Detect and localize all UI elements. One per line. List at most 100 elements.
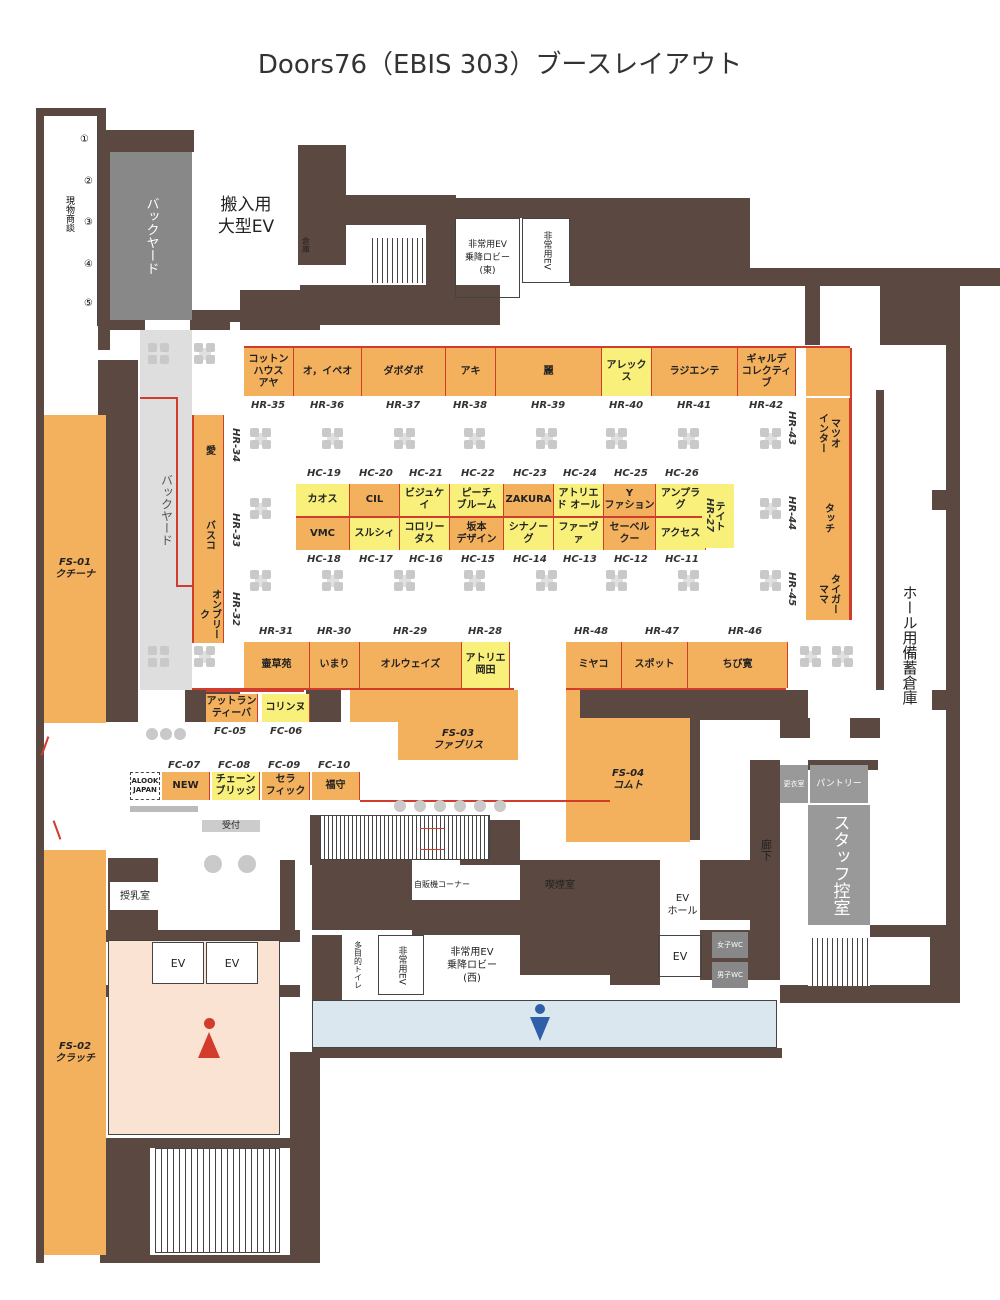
fitting-room-1[interactable]: ①: [80, 134, 89, 145]
booth-hr-41[interactable]: ラジエンテ: [652, 348, 738, 396]
booth-fc-05[interactable]: アットラン ティーバ: [206, 694, 258, 722]
elevator-1: EV: [152, 942, 204, 984]
booth-hc-14[interactable]: シナノーグ: [504, 518, 554, 550]
booth-hc-22[interactable]: ピーチ ブルーム: [450, 484, 504, 516]
table: [678, 570, 700, 592]
label-hr-30: HR-30: [317, 626, 352, 637]
booth-hc-26[interactable]: アンプラグ: [656, 484, 706, 516]
booth-hr-46[interactable]: ちび寛: [688, 642, 788, 688]
booth-fc-10[interactable]: 福守: [312, 772, 360, 800]
chair: [454, 800, 466, 812]
chair: [394, 800, 406, 812]
fitting-room-5[interactable]: ⑤: [84, 298, 93, 309]
pantry[interactable]: パントリー: [810, 765, 868, 803]
booth-hr-39[interactable]: 麗: [496, 348, 602, 396]
fitting-room-label: 現物商談: [64, 196, 74, 232]
booth-hc-13[interactable]: ファーヴァ: [554, 518, 604, 550]
label-hr-43: HR-43: [786, 411, 797, 446]
ev-hall-elevator: EV: [658, 935, 702, 977]
booth-hr-38[interactable]: アキ: [446, 348, 496, 396]
table: [760, 570, 782, 592]
booth-hc-12[interactable]: セーベル クー: [604, 518, 656, 550]
backyard-top: バックヤード: [110, 152, 192, 320]
booth-hr-29[interactable]: オルウェイズ: [360, 642, 462, 688]
label-hc-24: HC-24: [563, 468, 597, 479]
page-title: Doors76（EBIS 303）ブースレイアウト: [257, 50, 743, 80]
booth-hc-11[interactable]: アクセス: [656, 518, 706, 550]
smoking-room: 喫煙室: [545, 880, 575, 891]
chair: [146, 728, 158, 740]
booth-fc-06[interactable]: コリンヌ: [262, 694, 310, 722]
booth-hr-44[interactable]: タッチ: [806, 468, 850, 568]
label-hr-44: HR-44: [786, 496, 797, 531]
booth-hc-20[interactable]: CIL: [350, 484, 400, 516]
label-fc-07: FC-07: [168, 760, 201, 771]
booth-fc-08[interactable]: チェーン ブリッジ: [212, 772, 260, 800]
table: [606, 570, 628, 592]
table: [250, 498, 272, 520]
fitting-room-4[interactable]: ④: [84, 259, 93, 270]
mens-wc[interactable]: 男子WC: [712, 962, 748, 988]
booth-hr-40[interactable]: アレックス: [602, 348, 652, 396]
reception[interactable]: 受付: [202, 820, 260, 832]
chair: [414, 800, 426, 812]
booth-hc-17[interactable]: スルシィ: [350, 518, 400, 550]
table: [464, 428, 486, 450]
booth-hr-32[interactable]: オンブリーク: [194, 585, 224, 643]
label-hc-12: HC-12: [614, 554, 648, 565]
label-fc-06: FC-06: [270, 726, 303, 737]
table: [760, 498, 782, 520]
label-hc-18: HC-18: [307, 554, 341, 565]
booth-hc-24[interactable]: アトリエ ド オール: [554, 484, 604, 516]
booth-hr-45[interactable]: タイガー ママ: [806, 568, 850, 620]
label-hc-20: HC-20: [359, 468, 393, 479]
booth-hc-23[interactable]: ZAKURA: [504, 484, 554, 516]
chair: [434, 800, 446, 812]
booth-hc-25[interactable]: Y ファション: [604, 484, 656, 516]
table: [678, 428, 700, 450]
booth-hr-47[interactable]: スポット: [622, 642, 688, 688]
chair: [174, 728, 186, 740]
label-hr-32: HR-32: [230, 592, 241, 627]
booth-hr-35[interactable]: コットン ハウス アヤ: [244, 348, 294, 396]
booth-hc-19[interactable]: カオス: [296, 484, 350, 516]
booth-hc-15[interactable]: 坂本 デザイン: [450, 518, 504, 550]
booth-hr-31[interactable]: 壷草苑: [244, 642, 310, 688]
fitting-room-area: 現物商談 ① ② ③ ④ ⑤: [44, 116, 98, 326]
booth-hr-27[interactable]: テイト: [702, 484, 734, 548]
table: [322, 428, 344, 450]
table: [536, 570, 558, 592]
fitting-room-2[interactable]: ②: [84, 176, 93, 187]
round-table: [204, 855, 222, 873]
backyard-corridor: [140, 330, 192, 690]
booth-hr-37[interactable]: ダボダボ: [362, 348, 446, 396]
booth-fc-09[interactable]: セラ フィック: [262, 772, 310, 800]
table: [394, 570, 416, 592]
booth-hr-36[interactable]: オ，イペオ: [294, 348, 362, 396]
label-hr-36: HR-36: [310, 400, 345, 411]
booth-hr-28[interactable]: アトリエ 岡田: [462, 642, 510, 688]
booth-hr-33[interactable]: バスコ: [194, 485, 224, 585]
booth-hr-42[interactable]: ギャルデ コレクティブ: [738, 348, 796, 396]
booth-hr-48[interactable]: ミヤコ: [566, 642, 622, 688]
fitting-room-3[interactable]: ③: [84, 217, 93, 228]
label-hr-38: HR-38: [453, 400, 488, 411]
booth-hr-30[interactable]: いまり: [310, 642, 360, 688]
label-hc-26: HC-26: [665, 468, 699, 479]
table: [194, 343, 216, 365]
booth-hr-34[interactable]: 愛: [194, 415, 224, 485]
booth-fc-07[interactable]: NEW: [162, 772, 210, 800]
booth-hc-16[interactable]: コロリー ダス: [400, 518, 450, 550]
booth-hc-18[interactable]: VMC: [296, 518, 350, 550]
table: [800, 646, 822, 668]
booth-hr-43[interactable]: マツオ インター: [806, 398, 850, 468]
escalators: [320, 815, 490, 860]
womens-wc[interactable]: 女子WC: [712, 932, 748, 958]
booth-hc-21[interactable]: ビジュケイ: [400, 484, 450, 516]
stairs-se: [808, 938, 870, 986]
label-hc-21: HC-21: [409, 468, 443, 479]
